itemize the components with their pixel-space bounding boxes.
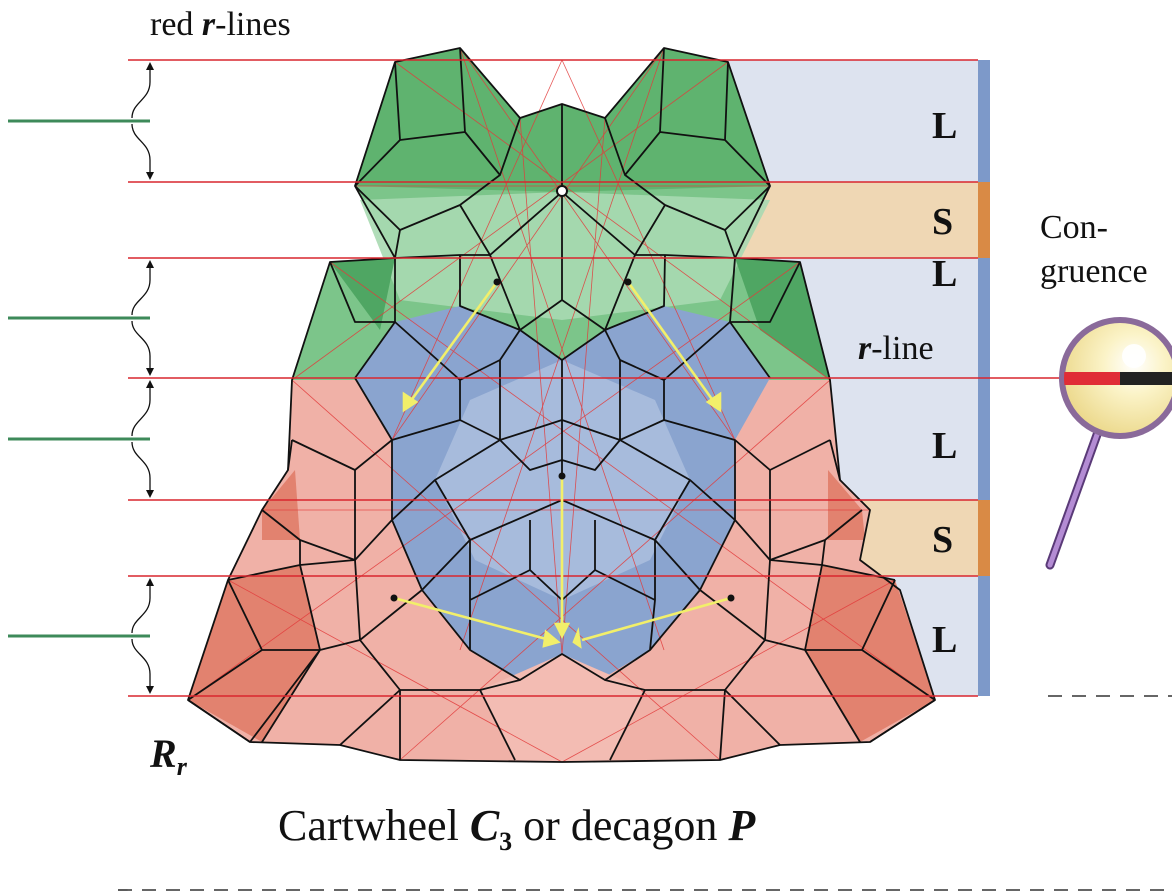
red-dark-left-mid — [262, 470, 300, 540]
tiling — [188, 48, 935, 762]
region-label: Rr — [150, 731, 187, 781]
tile-edges — [187, 47, 936, 763]
band-letter-5: S — [932, 519, 954, 561]
black-dots — [390, 278, 735, 602]
band-letter-2: S — [932, 201, 954, 243]
caption: Cartwheel C3 or decagon P — [278, 801, 756, 856]
band-letter-4: L — [932, 425, 958, 467]
band-letter-1: L — [932, 105, 958, 147]
stripe-L-2 — [978, 258, 990, 500]
r-line-label: r-line — [858, 330, 934, 367]
red-dark-right — [805, 565, 935, 742]
green-dark-left — [330, 258, 395, 330]
stripe-L-3 — [978, 576, 990, 696]
magnifier-icon — [1045, 317, 1172, 570]
band-letter-3: L — [932, 253, 958, 295]
congruence-label: Con-gruence — [1040, 209, 1148, 290]
red-dark-right-mid — [828, 470, 865, 540]
stripe-S-1 — [978, 182, 990, 258]
green-markers — [8, 119, 150, 638]
spacing-arrows — [131, 62, 154, 694]
center-point — [556, 185, 568, 197]
red-petal-bottom — [480, 654, 645, 762]
stripe-S-2 — [978, 500, 990, 576]
band-letter-6: L — [932, 619, 958, 661]
tiling-red-overlay — [187, 47, 936, 763]
yellow-arrows — [393, 281, 732, 649]
r-lines — [128, 59, 1060, 697]
red-r-lines-label: red r-lines — [150, 6, 291, 43]
red-dark-left — [188, 565, 320, 742]
green-light-mid — [360, 192, 770, 320]
band-L-1 — [720, 60, 978, 182]
stripe-L-1 — [978, 60, 990, 182]
